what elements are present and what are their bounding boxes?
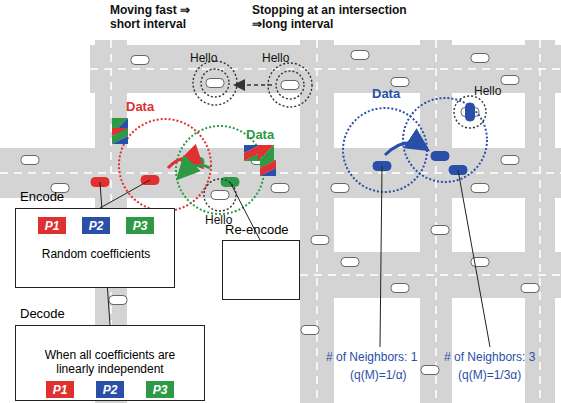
box-heading: Decode	[20, 306, 65, 321]
annotation-label: Hello	[205, 213, 232, 227]
packet-box: P3	[126, 217, 154, 234]
packet-name: P2	[103, 383, 118, 397]
box-text: When all coefficients are linearly indep…	[26, 348, 194, 376]
annotation-label: Data	[126, 99, 154, 114]
annotation-label: Data	[372, 86, 400, 101]
annotation-label: Data	[246, 127, 274, 142]
annotation-label: # of Neighbors: 3	[444, 350, 535, 364]
packet-box: P1	[46, 381, 74, 398]
packet-name: P3	[153, 383, 168, 397]
annotation-label: Hello	[262, 51, 289, 65]
annotation-label: Hello	[190, 51, 217, 65]
box-heading: Re-encode	[225, 222, 289, 237]
packet-name: P3	[133, 219, 148, 233]
annotation-label: # of Neighbors: 1	[326, 350, 417, 364]
annotation-label: Stopping at an intersection ⇒long interv…	[252, 3, 432, 31]
packet-name: P1	[45, 219, 60, 233]
packet-box: P2	[82, 217, 110, 234]
packet-name: P2	[89, 219, 104, 233]
process-box: Re-encode	[222, 240, 300, 300]
packet-box: P2	[96, 381, 124, 398]
packet-box: P3	[146, 381, 174, 398]
annotation-label: Moving fast ⇒ short interval	[110, 3, 222, 31]
packet-name: P1	[53, 383, 68, 397]
process-box: EncodeRandom coefficientsP1P2P3	[15, 208, 175, 288]
packet-box: P1	[38, 217, 66, 234]
annotation-label: Hello	[474, 84, 501, 98]
process-box: DecodeWhen all coefficients are linearly…	[15, 325, 205, 401]
annotation-label: (q(M)=1/α)	[350, 368, 407, 382]
box-heading: Encode	[20, 189, 64, 204]
annotation-label: (q(M)=1/3α)	[458, 368, 521, 382]
box-text: Random coefficients	[16, 247, 176, 261]
